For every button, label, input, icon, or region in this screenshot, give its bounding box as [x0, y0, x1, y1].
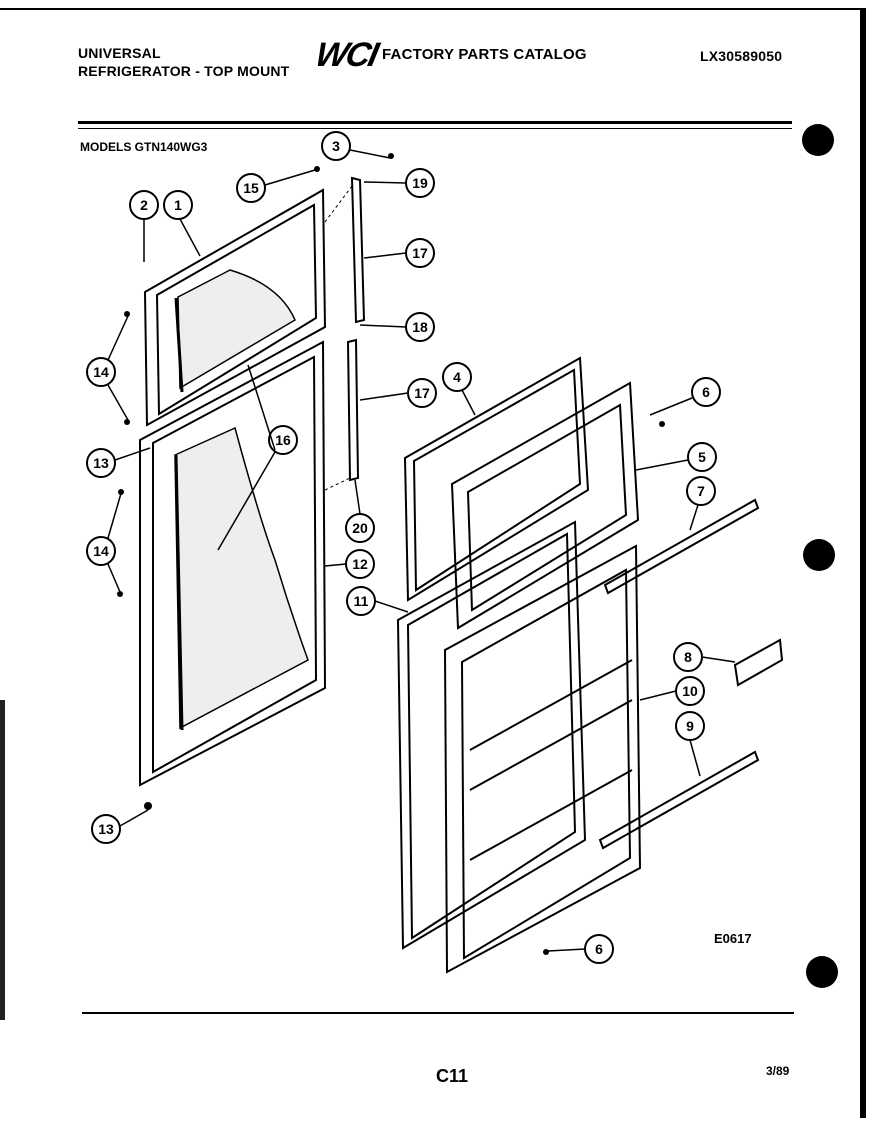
scan-edge-mark — [0, 700, 5, 1020]
svg-text:13: 13 — [98, 821, 114, 837]
svg-text:18: 18 — [412, 319, 428, 335]
callout-13-lower: 13 — [91, 814, 121, 844]
svg-text:6: 6 — [595, 941, 603, 957]
svg-text:9: 9 — [686, 718, 694, 734]
binder-hole-middle — [803, 539, 835, 571]
callout-10: 10 — [675, 676, 705, 706]
callout-13-upper: 13 — [86, 448, 116, 478]
callout-7: 7 — [686, 476, 716, 506]
header-rule-thick — [78, 121, 792, 124]
callout-3: 3 — [321, 131, 351, 161]
callout-17-upper: 17 — [405, 238, 435, 268]
svg-text:2: 2 — [140, 197, 148, 213]
svg-text:6: 6 — [702, 384, 710, 400]
svg-text:13: 13 — [93, 455, 109, 471]
svg-text:15: 15 — [243, 180, 259, 196]
callout-1: 1 — [163, 190, 193, 220]
catalog-title: FACTORY PARTS CATALOG — [382, 46, 587, 63]
svg-text:17: 17 — [412, 245, 428, 261]
callout-17-lower: 17 — [407, 378, 437, 408]
header-rule-thin — [78, 128, 792, 129]
page-frame-right — [860, 8, 866, 1118]
callout-14-lower: 14 — [86, 536, 116, 566]
callout-4: 4 — [442, 362, 472, 392]
freezer-door-gasket — [403, 356, 590, 602]
svg-text:19: 19 — [412, 175, 428, 191]
catalog-date: 3/89 — [766, 1064, 790, 1078]
svg-text:4: 4 — [453, 369, 461, 385]
svg-text:16: 16 — [275, 432, 291, 448]
svg-text:14: 14 — [93, 543, 109, 559]
callout-19: 19 — [405, 168, 435, 198]
callout-16: 16 — [268, 425, 298, 455]
fresh-food-door-insulation — [174, 426, 309, 731]
svg-text:10: 10 — [682, 683, 698, 699]
callout-6-upper: 6 — [691, 377, 721, 407]
catalog-part-number: LX30589050 — [700, 48, 783, 64]
callout-8: 8 — [673, 642, 703, 672]
binder-hole-top — [802, 124, 834, 156]
callout-18: 18 — [405, 312, 435, 342]
svg-text:12: 12 — [352, 556, 368, 572]
freezer-door-panel — [143, 188, 327, 427]
freezer-door-liner — [450, 381, 640, 630]
page-number: C11 — [436, 1066, 469, 1086]
svg-text:8: 8 — [684, 649, 692, 665]
callout-group: 3 15 19 2 1 17 18 14 4 6 17 16 5 13 7 20… — [86, 131, 721, 964]
fasteners — [117, 153, 665, 955]
svg-text:11: 11 — [354, 593, 369, 609]
freezer-door-insulation — [174, 269, 296, 393]
diagram-code: E0617 — [714, 931, 752, 946]
binder-hole-bottom — [806, 956, 838, 988]
fresh-food-shelf-rail — [598, 750, 760, 850]
svg-text:17: 17 — [414, 385, 430, 401]
callout-5: 5 — [687, 442, 717, 472]
models-label: MODELS GTN140WG3 — [80, 140, 208, 154]
callout-11: 11 — [346, 586, 376, 616]
callout-15: 15 — [236, 173, 266, 203]
door-handle-lower — [346, 338, 360, 482]
svg-text:20: 20 — [352, 520, 368, 536]
callout-14-upper: 14 — [86, 357, 116, 387]
callout-6-lower: 6 — [584, 934, 614, 964]
svg-text:5: 5 — [698, 449, 706, 465]
footer-rule — [82, 1012, 794, 1014]
fresh-food-door-liner — [443, 544, 642, 974]
callout-2: 2 — [129, 190, 159, 220]
svg-text:14: 14 — [93, 364, 109, 380]
header-brand: UNIVERSAL — [78, 45, 161, 61]
fresh-food-door-gasket — [396, 520, 587, 950]
callout-12: 12 — [345, 549, 375, 579]
svg-text:7: 7 — [697, 483, 705, 499]
alignment-lines — [324, 185, 353, 491]
svg-text:3: 3 — [332, 138, 340, 154]
svg-text:1: 1 — [174, 197, 182, 213]
freezer-shelf-rail — [603, 498, 760, 595]
dairy-door-part — [733, 638, 784, 687]
page-frame-top — [0, 8, 866, 10]
door-handle-upper — [350, 176, 366, 324]
callout-20: 20 — [345, 513, 375, 543]
header-product: REFRIGERATOR - TOP MOUNT — [78, 63, 290, 79]
leader-lines — [107, 149, 736, 952]
fresh-food-door-panel — [139, 340, 327, 787]
callout-9: 9 — [675, 711, 705, 741]
